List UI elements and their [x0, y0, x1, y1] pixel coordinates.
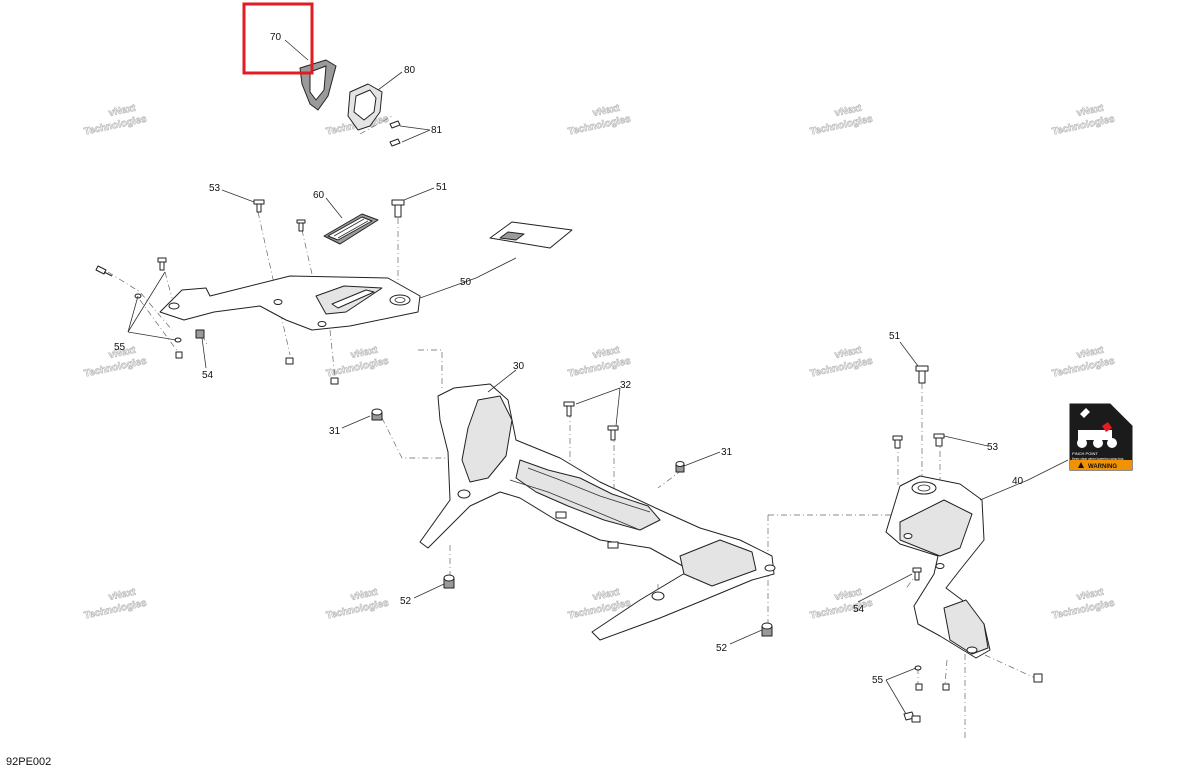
part-30-main-frame: [419, 383, 776, 641]
hardware-screws-middle: [371, 401, 773, 637]
part-60-pad: [323, 213, 379, 245]
callout-60: 60: [313, 190, 325, 201]
highlight-box-70: [242, 2, 314, 75]
warning-decal: PINCH POINT Keep clear when lowering car…: [1069, 403, 1133, 471]
callout-53: 53: [209, 183, 221, 194]
callout-54: 54: [853, 604, 865, 615]
callout-55: 55: [872, 675, 884, 686]
assembly-lines: [107, 115, 1036, 738]
watermark: vNext Technologies: [567, 102, 633, 138]
callout-53: 53: [987, 442, 999, 453]
callout-54: 54: [202, 370, 214, 381]
watermark: vNext Technologies: [325, 344, 391, 380]
callout-51: 51: [436, 182, 448, 193]
callout-31: 31: [329, 426, 341, 437]
leader-lines: [127, 39, 1069, 715]
callout-51: 51: [889, 331, 901, 342]
watermark: vNext Technologies: [809, 344, 875, 380]
watermark: vNext Technologies: [1051, 586, 1117, 622]
callout-30: 30: [513, 361, 525, 372]
hardware-screws-left: [95, 199, 405, 385]
watermark: vNext Technologies: [83, 344, 149, 380]
watermark: vNext Technologies: [1051, 102, 1117, 138]
part-81-screws: [389, 120, 401, 147]
watermark: vNext Technologies: [325, 586, 391, 622]
callout-70: 70: [270, 32, 282, 43]
callout-50: 50: [460, 277, 472, 288]
callout-40: 40: [1012, 476, 1024, 487]
callout-32: 32: [620, 380, 632, 391]
part-left-bracket: [159, 275, 421, 331]
callout-52: 52: [716, 643, 728, 654]
part-70-reflector: [299, 59, 337, 111]
callout-80: 80: [404, 65, 416, 76]
part-50-label: [489, 221, 573, 249]
watermark: vNext Technologies: [83, 586, 149, 622]
callouts: 70 80 81 53 60 51 50 55 54 30 32 31 31 5…: [114, 32, 1024, 686]
watermark: vNext Technologies: [1051, 344, 1117, 380]
watermark: vNext Technologies: [809, 102, 875, 138]
part-80-reflector: [347, 83, 383, 131]
callout-55: 55: [114, 342, 126, 353]
watermark: vNext Technologies: [567, 344, 633, 380]
diagram-reference-code: 92PE002: [6, 756, 52, 768]
warning-decal-line2: Keep clear when lowering cargo box.: [1072, 457, 1124, 461]
callout-31: 31: [721, 447, 733, 458]
watermark: vNext Technologies: [83, 102, 149, 138]
callout-81: 81: [431, 125, 443, 136]
hardware-screws-right: [892, 365, 1043, 723]
callout-52: 52: [400, 596, 412, 607]
warning-decal-title: WARNING: [1088, 464, 1117, 470]
part-40-right-bracket: [885, 475, 991, 659]
warning-decal-line1: PINCH POINT: [1072, 451, 1098, 456]
